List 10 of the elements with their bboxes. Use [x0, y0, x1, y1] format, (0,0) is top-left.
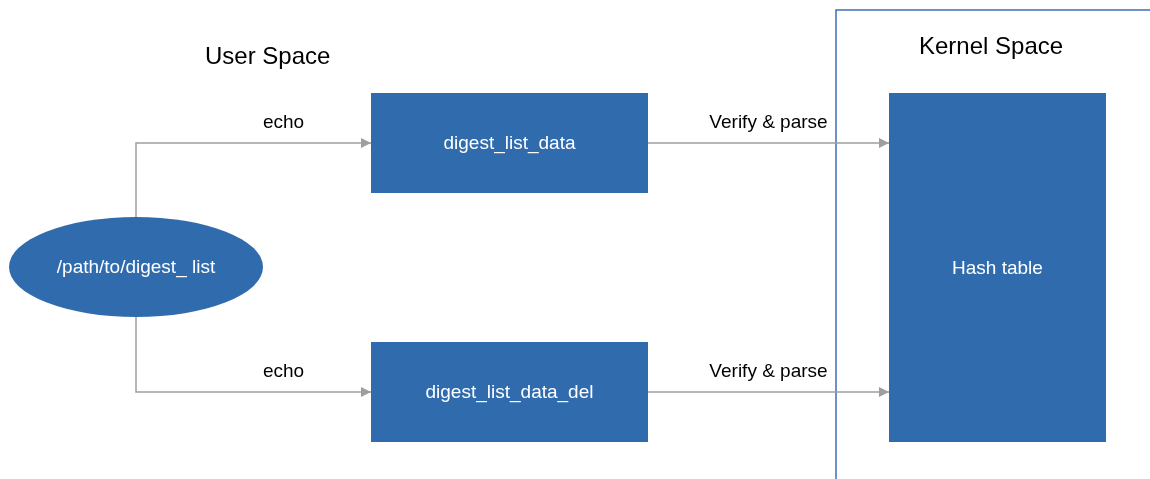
region-title: Kernel Space	[919, 32, 1064, 60]
file-ellipse: /path/to/digest_ list	[9, 217, 263, 317]
region-title: User Space	[205, 42, 331, 70]
arrow	[647, 387, 890, 397]
process-box: digest_list_data_del	[371, 342, 648, 442]
hash-table-box: Hash table	[889, 93, 1106, 442]
arrow	[647, 138, 890, 148]
arrow	[135, 138, 372, 218]
process-box: digest_list_data	[371, 93, 648, 193]
arrow	[135, 316, 372, 397]
